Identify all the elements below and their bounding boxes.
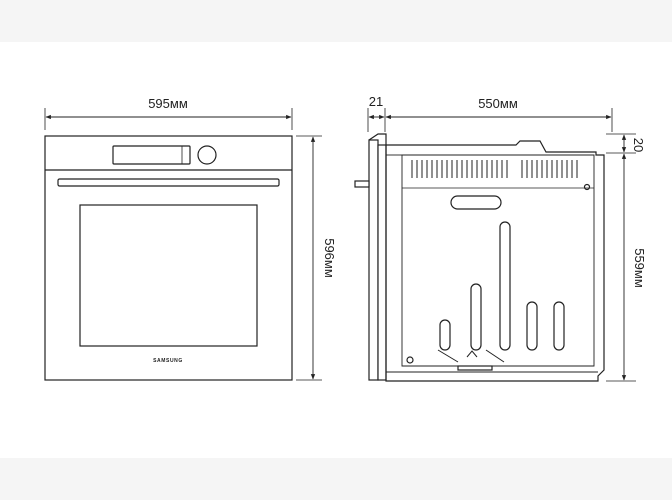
side-body-inner: [401, 154, 595, 367]
side-slot-mid: [470, 283, 482, 351]
background-top-band: [0, 0, 672, 42]
side-bottom-bar: [457, 365, 493, 371]
brand-logo-text: SAMSUNG: [153, 358, 183, 364]
side-door-handle: [354, 180, 370, 188]
side-depth-label: 550мм: [478, 96, 518, 111]
side-door-panel: [368, 139, 379, 381]
side-vent-group-left: [411, 160, 508, 178]
side-door-top: [368, 133, 387, 145]
oven-front-body: [44, 135, 293, 381]
side-height-label: 559мм: [632, 248, 647, 288]
side-door-frame: [377, 144, 387, 381]
side-slot-horizontal: [450, 195, 502, 210]
side-vent-group-right: [521, 160, 578, 178]
side-topgap-label: 20: [631, 138, 646, 152]
side-slot-short-3: [553, 301, 565, 351]
side-view: [354, 108, 636, 382]
front-view: [44, 108, 322, 381]
side-body-outline: [385, 140, 605, 382]
side-foot-left: [437, 349, 459, 363]
control-knob: [197, 145, 217, 165]
side-triangle-mark: [466, 350, 478, 358]
side-slot-short-1: [439, 319, 451, 351]
side-screw-bottom: [406, 356, 414, 364]
door-window: [79, 204, 258, 347]
door-handle: [57, 178, 280, 187]
front-height-label: 596мм: [322, 238, 337, 278]
front-width-label: 595мм: [148, 96, 188, 111]
side-slot-tall: [499, 221, 511, 351]
display-panel: [112, 145, 191, 165]
side-foot-right: [485, 349, 505, 363]
side-screw-top: [583, 183, 591, 191]
side-slot-short-2: [526, 301, 538, 351]
background-bottom-band: [0, 458, 672, 500]
side-offset-label: 21: [369, 94, 383, 109]
